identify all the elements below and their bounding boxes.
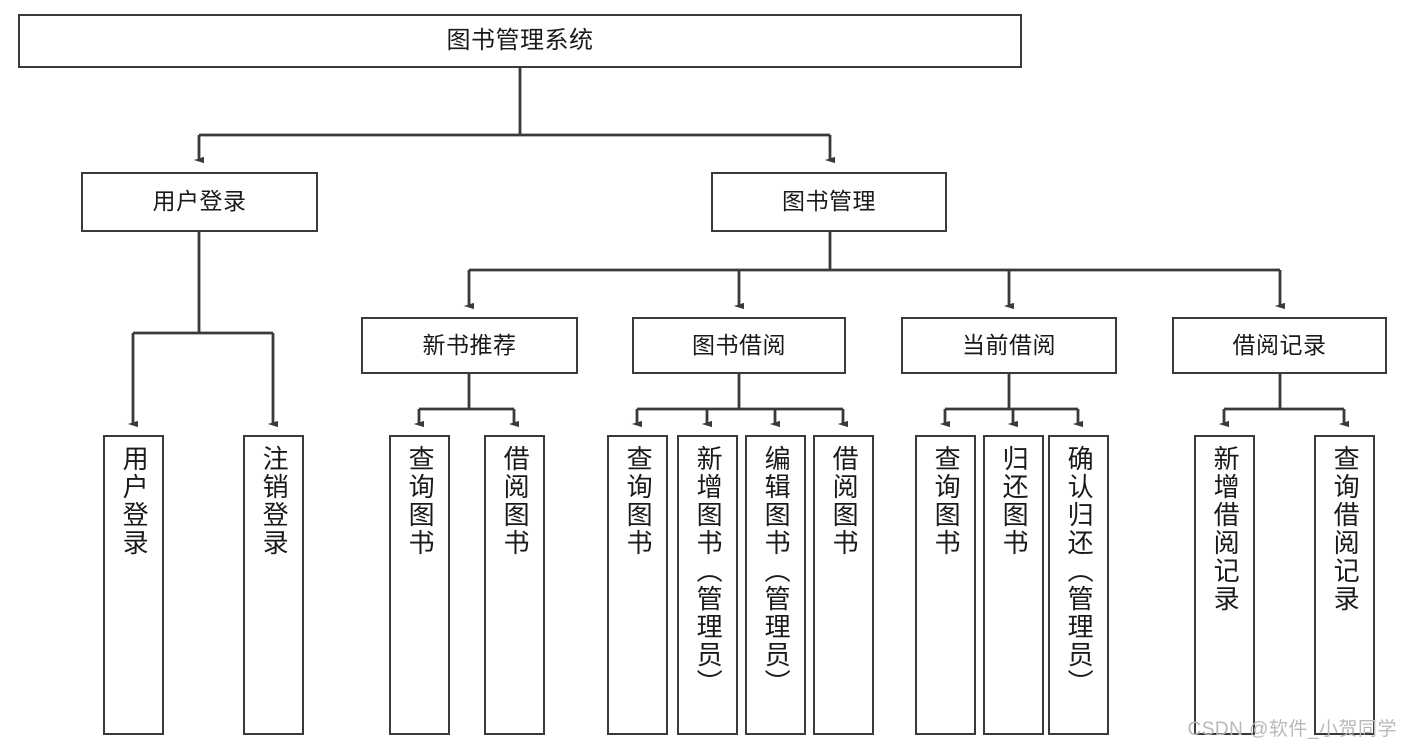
node-book-borrow[interactable]: 图书借阅 [632, 317, 846, 374]
node-leaf-borrow-book-2[interactable]: 借阅图书 [813, 435, 874, 735]
node-new-book-recommend[interactable]: 新书推荐 [361, 317, 578, 374]
node-leaf-return-book[interactable]: 归还图书 [983, 435, 1044, 735]
node-leaf-query-book-2-label: 查询图书 [623, 445, 654, 557]
node-new-book-recommend-label: 新书推荐 [422, 331, 517, 358]
node-leaf-add-book[interactable]: 新增图书（管理员） [677, 435, 738, 735]
node-root-label: 图书管理系统 [446, 26, 594, 54]
node-leaf-confirm-return[interactable]: 确认归还（管理员） [1048, 435, 1109, 735]
node-book-borrow-label: 图书借阅 [692, 331, 786, 358]
node-leaf-confirm-return-label: 确认归还（管理员） [1064, 445, 1095, 697]
node-current-borrow-label: 当前借阅 [962, 331, 1056, 358]
node-leaf-query-record[interactable]: 查询借阅记录 [1314, 435, 1375, 735]
node-leaf-edit-book-label: 编辑图书（管理员） [761, 445, 792, 697]
node-leaf-add-record-label: 新增借阅记录 [1210, 445, 1241, 613]
node-book-manage-label: 图书管理 [782, 188, 876, 215]
node-leaf-query-book-1[interactable]: 查询图书 [389, 435, 450, 735]
node-leaf-edit-book[interactable]: 编辑图书（管理员） [745, 435, 806, 735]
node-borrow-record-label: 借阅记录 [1232, 331, 1327, 358]
node-user-login-label: 用户登录 [152, 188, 247, 215]
node-root[interactable]: 图书管理系统 [18, 14, 1022, 68]
node-leaf-borrow-book-1-label: 借阅图书 [500, 445, 531, 557]
node-leaf-query-book-2[interactable]: 查询图书 [607, 435, 668, 735]
node-user-login[interactable]: 用户登录 [81, 172, 318, 232]
node-borrow-record[interactable]: 借阅记录 [1172, 317, 1387, 374]
node-book-manage[interactable]: 图书管理 [711, 172, 947, 232]
node-leaf-query-record-label: 查询借阅记录 [1330, 445, 1361, 613]
node-leaf-borrow-book-1[interactable]: 借阅图书 [484, 435, 545, 735]
csdn-watermark: CSDN @软件_小贺同学 [1187, 719, 1397, 740]
node-leaf-user-logout-label: 注销登录 [259, 445, 290, 557]
node-leaf-add-record[interactable]: 新增借阅记录 [1194, 435, 1255, 735]
node-leaf-query-book-3[interactable]: 查询图书 [915, 435, 976, 735]
node-leaf-user-login[interactable]: 用户登录 [103, 435, 164, 735]
node-leaf-add-book-label: 新增图书（管理员） [693, 445, 724, 697]
node-leaf-return-book-label: 归还图书 [999, 445, 1030, 557]
node-leaf-user-logout[interactable]: 注销登录 [243, 435, 304, 735]
node-leaf-borrow-book-2-label: 借阅图书 [829, 445, 860, 557]
node-leaf-user-login-label: 用户登录 [119, 445, 150, 557]
node-current-borrow[interactable]: 当前借阅 [901, 317, 1117, 374]
node-leaf-query-book-1-label: 查询图书 [405, 445, 436, 557]
node-leaf-query-book-3-label: 查询图书 [931, 445, 962, 557]
